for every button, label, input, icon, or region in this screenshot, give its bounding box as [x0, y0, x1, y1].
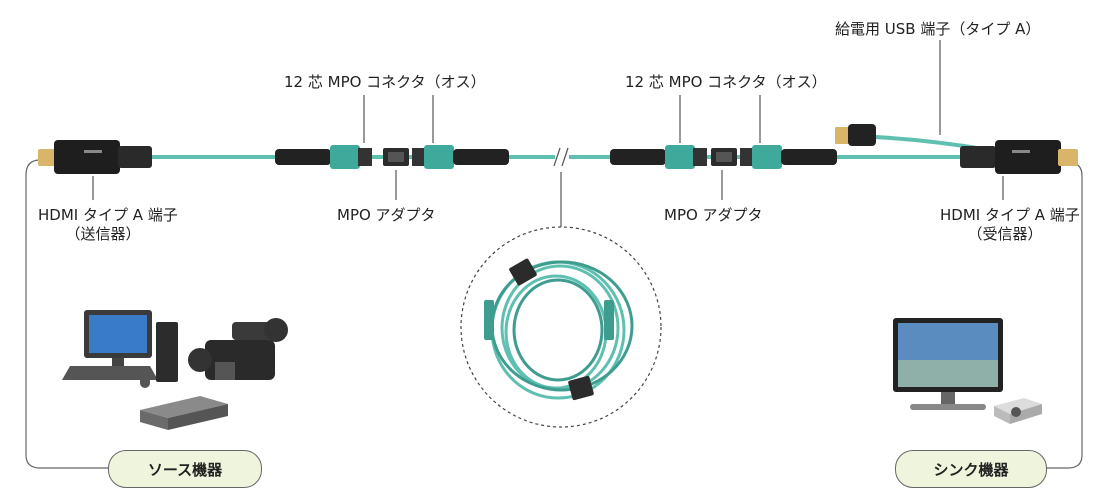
hdmi-tx-label: HDMI タイプ A 端子 （送信器） [38, 206, 178, 244]
cable-break-mark [553, 147, 569, 167]
hdmi-tx-label-line2: （送信器） [65, 225, 141, 243]
mpo-connector-right-a [610, 145, 707, 169]
set-top-box-icon [140, 396, 228, 430]
mpo-adapter-right-label: MPO アダプタ [664, 206, 763, 224]
mpo-connector-right-label: 12 芯 MPO コネクタ（オス） [625, 73, 827, 91]
coil-connector-right [604, 300, 614, 340]
hdmi-transmitter [38, 140, 152, 174]
usb-power-label: 給電用 USB 端子（タイプ A） [835, 20, 1041, 38]
mpo-connector-left-label: 12 芯 MPO コネクタ（オス） [284, 73, 486, 91]
coil-connector-left [484, 300, 494, 340]
hdmi-rx-label-line1: HDMI タイプ A 端子 [940, 206, 1080, 224]
sink-device-button[interactable]: シンク機器 [895, 450, 1047, 488]
usb-plug [835, 124, 876, 146]
cable-tie-bottom [568, 375, 594, 401]
mpo-adapter-left-label: MPO アダプタ [337, 206, 436, 224]
mpo-connector-left-a [275, 145, 372, 169]
hdmi-tx-label-line1: HDMI タイプ A 端子 [38, 206, 178, 224]
frame-left [25, 159, 108, 469]
desktop-pc-icon [62, 310, 178, 388]
video-camera-icon [188, 318, 288, 380]
cable-tie-top [509, 258, 537, 286]
hdmi-receiver [960, 140, 1078, 174]
monitor-icon [893, 318, 1003, 410]
mpo-adapter-right [711, 148, 737, 166]
projector-icon [994, 398, 1042, 424]
hdmi-rx-label-line2: （受信器） [967, 225, 1043, 243]
mpo-connector-right-b [740, 145, 837, 169]
mpo-connector-left-b [412, 145, 509, 169]
source-device-button[interactable]: ソース機器 [108, 450, 262, 488]
mpo-adapter-left [383, 148, 409, 166]
leader-lines [92, 40, 1004, 227]
cable-coil-callout [460, 226, 662, 428]
hdmi-rx-label: HDMI タイプ A 端子 （受信器） [940, 206, 1080, 244]
